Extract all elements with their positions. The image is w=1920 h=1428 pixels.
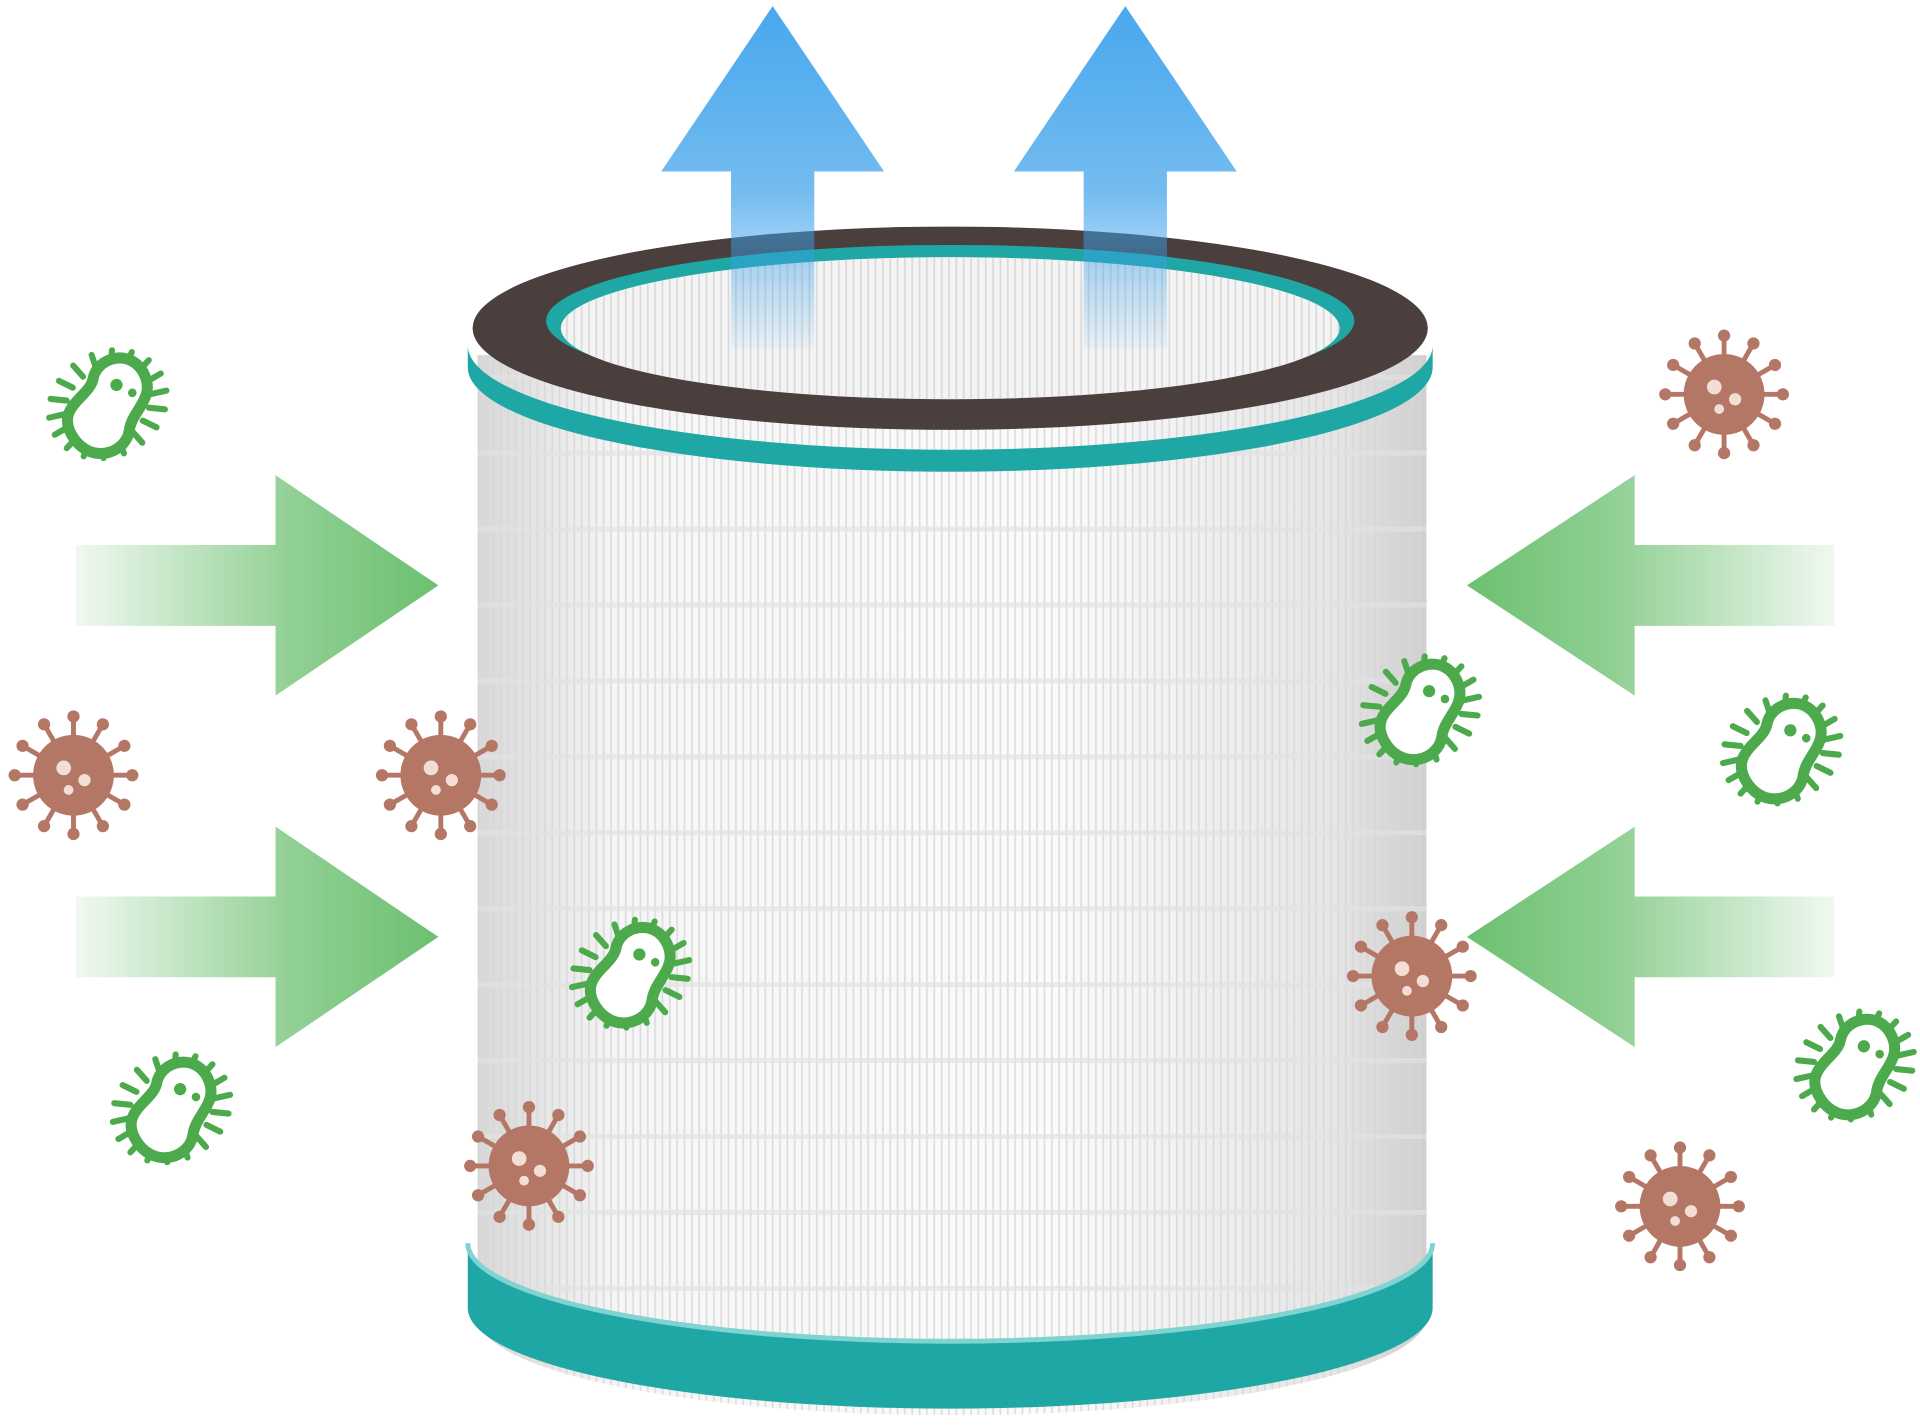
bacteria-icon [46,347,170,462]
arrow-up-icon [661,6,885,350]
arrow-right-icon [75,826,439,1048]
bacteria-icon [109,1051,234,1166]
virus-icon [1659,329,1789,460]
arrow-left-icon [1466,826,1835,1048]
bacteria-icon [1793,1008,1917,1123]
bacteria-icon [1719,692,1844,807]
virus-icon [464,1101,594,1231]
bacteria-icon [568,916,693,1031]
germs [8,329,1917,1272]
virus-icon [8,710,139,841]
arrow-right-icon [75,475,439,696]
airflow-arrows [75,6,1835,1048]
arrow-left-icon [1466,475,1835,696]
virus-icon [1615,1141,1745,1272]
bacteria-icon [1358,653,1483,768]
virus-icon [1346,911,1477,1041]
virus-icon [375,710,506,841]
arrow-up-icon [1013,6,1237,350]
air-filter-cylinder [465,226,1436,1416]
